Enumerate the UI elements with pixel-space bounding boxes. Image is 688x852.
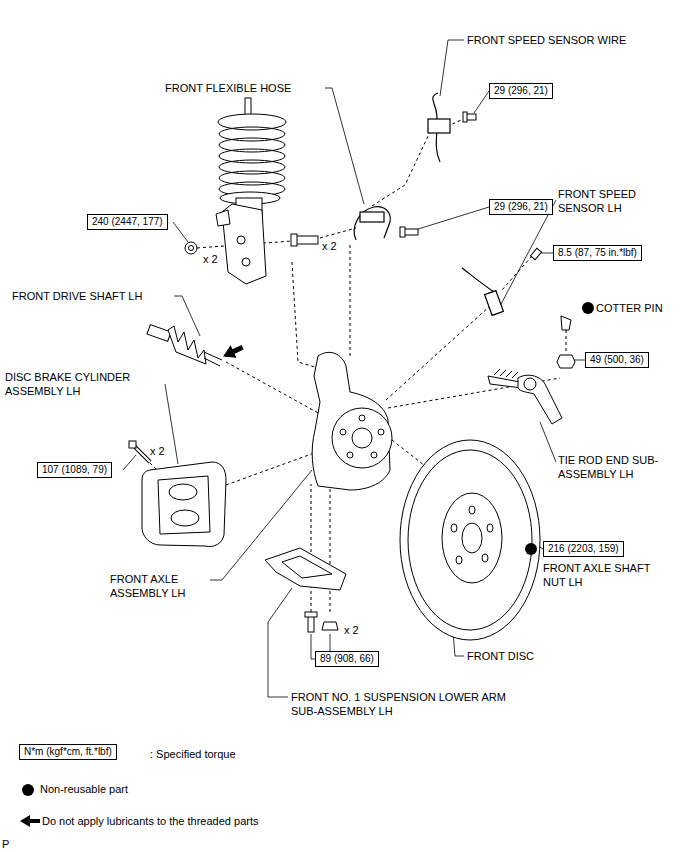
part-name: FRONT AXLE ASSEMBLY LH: [110, 572, 210, 600]
legend-text: : Specified torque: [150, 747, 236, 761]
no-lubricant-arrow: [20, 815, 40, 827]
torque-box: 49 (500, 36): [585, 352, 649, 368]
part-name: DISC BRAKE CYLINDER ASSEMBLY LH: [5, 370, 155, 398]
torque-box: 8.5 (87, 75 in.*lbf): [553, 245, 642, 261]
part-name: TIE ROD END SUB-ASSEMBLY LH: [558, 453, 683, 481]
part-label: FRONT DISC: [467, 649, 534, 663]
torque-value: 240 (2447, 177): [92, 216, 163, 228]
part-label: x 2: [150, 444, 165, 458]
torque-value: 89 (908, 66): [320, 653, 374, 665]
part-label: FRONT DRIVE SHAFT LH: [12, 289, 142, 303]
brake-caliper: [142, 462, 226, 547]
part-name: FRONT SPEED SENSOR LH: [558, 187, 668, 215]
torque-box: 107 (1089, 79): [37, 462, 112, 478]
part-label: COTTER PIN: [596, 301, 663, 315]
torque-box: 89 (908, 66): [315, 651, 379, 667]
drive-shaft: [147, 325, 245, 366]
legend-text: Non-reusable part: [40, 782, 128, 796]
torque-value: 216 (2203, 159): [548, 543, 619, 555]
torque-box: 240 (2447, 177): [87, 214, 168, 230]
part-label: FRONT FLEXIBLE HOSE: [165, 81, 291, 95]
torque-value: 29 (296, 21): [494, 201, 548, 213]
part-label: x 2: [322, 239, 337, 253]
torque-value: 107 (1089, 79): [42, 464, 107, 476]
tie-rod-end: [488, 369, 562, 424]
part-name: FRONT AXLE SHAFT NUT LH: [543, 561, 653, 589]
torque-value: N*m (kgf*cm, ft.*lbf): [24, 746, 112, 758]
part-label: x 2: [203, 252, 218, 266]
torque-value: 29 (296, 21): [494, 85, 548, 97]
torque-box: 29 (296, 21): [489, 199, 553, 215]
part-label: FRONT SPEED SENSOR WIRE: [467, 33, 626, 47]
legend-text: Do not apply lubricants to the threaded …: [42, 814, 258, 828]
part-label: P: [2, 837, 9, 851]
leader-lines: [123, 40, 585, 697]
front-axle-knuckle: [312, 352, 392, 490]
strut-assembly: [216, 98, 286, 284]
legend-torque-box: N*m (kgf*cm, ft.*lbf): [19, 744, 117, 760]
torque-value: 49 (500, 36): [590, 354, 644, 366]
flexible-hose: [354, 207, 390, 240]
torque-box: 29 (296, 21): [489, 83, 553, 99]
front-disc: [400, 440, 540, 640]
torque-box: 216 (2203, 159): [543, 541, 624, 557]
part-name: FRONT NO. 1 SUSPENSION LOWER ARM SUB-ASS…: [291, 690, 516, 718]
lower-arm: [265, 548, 346, 590]
torque-value: 8.5 (87, 75 in.*lbf): [558, 247, 637, 259]
part-label: x 2: [344, 623, 359, 637]
